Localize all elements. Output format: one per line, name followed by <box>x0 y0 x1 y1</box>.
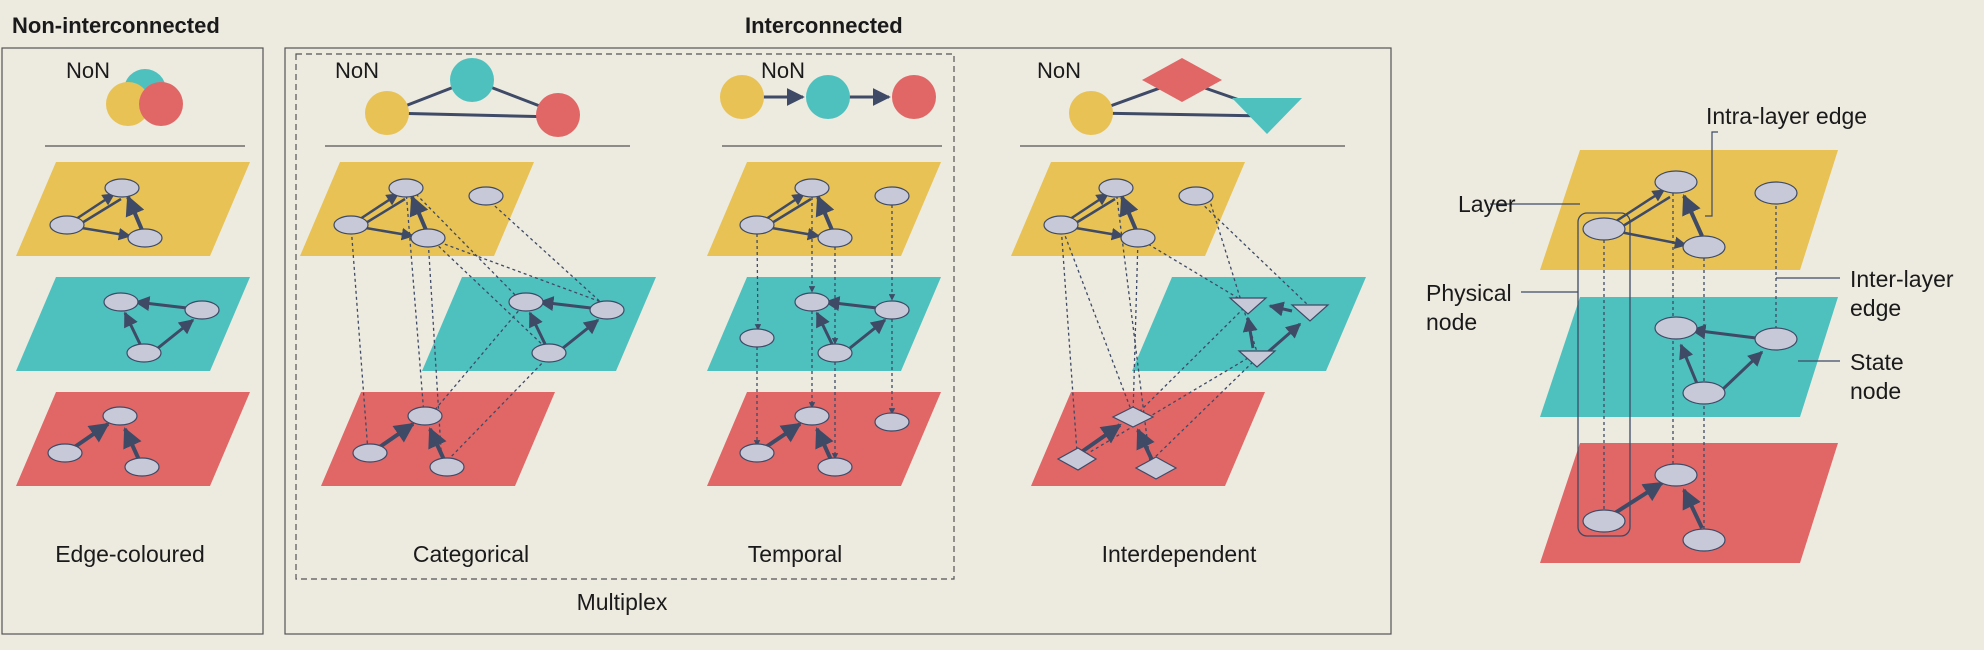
state-node <box>508 292 544 312</box>
multiplex-dashed-frame <box>295 53 955 580</box>
state-node <box>127 228 163 248</box>
state-node <box>333 215 369 235</box>
state-node <box>1682 528 1726 552</box>
diamond-state-node <box>1134 456 1178 480</box>
state-node <box>388 178 424 198</box>
panel-frame-interconnected <box>284 47 1392 635</box>
state-node <box>531 343 567 363</box>
caption-temporal: Temporal <box>748 541 843 567</box>
state-node <box>1682 235 1726 259</box>
state-node <box>1654 316 1698 340</box>
state-node <box>104 178 140 198</box>
state-node <box>817 457 853 477</box>
non-label-interdependent: NoN <box>1037 58 1081 83</box>
state-node <box>468 186 504 206</box>
state-node <box>874 412 910 432</box>
circle-node-icon <box>806 75 850 119</box>
state-node <box>352 443 388 463</box>
leader-intra-layer-edge <box>1705 131 1718 217</box>
non-icon-interdependent <box>1069 58 1302 135</box>
state-node <box>589 300 625 320</box>
state-node <box>1043 215 1079 235</box>
caption-edge-coloured: Edge-coloured <box>55 541 205 567</box>
triangle-state-node <box>1237 350 1277 368</box>
state-node <box>1654 170 1698 194</box>
circle-node-icon <box>450 58 494 102</box>
state-node <box>794 178 830 198</box>
triangle-node-icon <box>1232 98 1302 134</box>
panel-interdependent: Interdependent <box>1011 162 1366 567</box>
non-label-categorical: NoN <box>335 58 379 83</box>
state-node <box>794 292 830 312</box>
circle-node-icon <box>106 82 150 126</box>
label-physical-node-1: Physical <box>1426 280 1512 306</box>
label-state-node-1: State <box>1850 349 1904 375</box>
state-node <box>1654 463 1698 487</box>
non-label-edge-coloured: NoN <box>66 58 110 83</box>
state-node <box>1754 327 1798 351</box>
circle-node-icon <box>1069 91 1113 135</box>
circle-node-icon <box>139 82 183 126</box>
triangle-state-node <box>1228 297 1268 315</box>
label-layer: Layer <box>1458 191 1516 217</box>
circle-node-icon <box>536 93 580 137</box>
state-node <box>794 406 830 426</box>
state-node <box>1098 178 1134 198</box>
state-node <box>874 300 910 320</box>
label-inter-layer-edge-2: edge <box>1850 295 1901 321</box>
panel-edge-coloured: Edge-coloured <box>16 162 250 567</box>
non-label-temporal: NoN <box>761 58 805 83</box>
triangle-state-node <box>1290 304 1330 322</box>
anatomy-diagram: Intra-layer edge Layer Physical node Int… <box>1426 103 1954 563</box>
state-node <box>102 406 138 426</box>
state-node <box>49 215 85 235</box>
circle-node-icon <box>892 75 936 119</box>
label-physical-node-2: node <box>1426 309 1477 335</box>
state-node <box>739 443 775 463</box>
state-node <box>410 228 446 248</box>
state-node <box>739 328 775 348</box>
heading-non-interconnected: Non-interconnected <box>12 13 220 38</box>
panel-temporal: Temporal <box>707 162 941 567</box>
heading-interconnected: Interconnected <box>745 13 903 38</box>
state-node <box>1582 217 1626 241</box>
state-node <box>124 457 160 477</box>
physical-node-outline <box>1577 212 1631 537</box>
state-node <box>1178 186 1214 206</box>
state-node <box>1120 228 1156 248</box>
label-intra-layer-edge: Intra-layer edge <box>1706 103 1867 129</box>
state-node <box>739 215 775 235</box>
circle-node-icon <box>720 75 764 119</box>
state-node <box>184 300 220 320</box>
state-node <box>874 186 910 206</box>
non-icon-categorical <box>365 58 580 137</box>
state-node <box>126 343 162 363</box>
state-node <box>407 406 443 426</box>
diamond-state-node <box>1056 447 1098 471</box>
panel-categorical: Categorical <box>300 162 656 567</box>
caption-interdependent: Interdependent <box>1102 541 1257 567</box>
label-inter-layer-edge-1: Inter-layer <box>1850 266 1954 292</box>
state-node <box>103 292 139 312</box>
state-node <box>817 228 853 248</box>
state-node <box>817 343 853 363</box>
state-node <box>1754 181 1798 205</box>
state-node <box>1682 381 1726 405</box>
circle-node-icon <box>365 91 409 135</box>
diamond-state-node <box>1111 406 1155 428</box>
state-node <box>47 443 83 463</box>
state-node <box>429 457 465 477</box>
state-node <box>1582 509 1626 533</box>
label-state-node-2: node <box>1850 378 1901 404</box>
non-icon-temporal <box>720 75 936 119</box>
caption-categorical: Categorical <box>413 541 529 567</box>
diamond-node-icon <box>1142 58 1222 102</box>
non-icon-edge-coloured <box>106 69 183 126</box>
panel-frame-non-interconnected <box>1 47 264 635</box>
caption-multiplex: Multiplex <box>577 589 668 615</box>
